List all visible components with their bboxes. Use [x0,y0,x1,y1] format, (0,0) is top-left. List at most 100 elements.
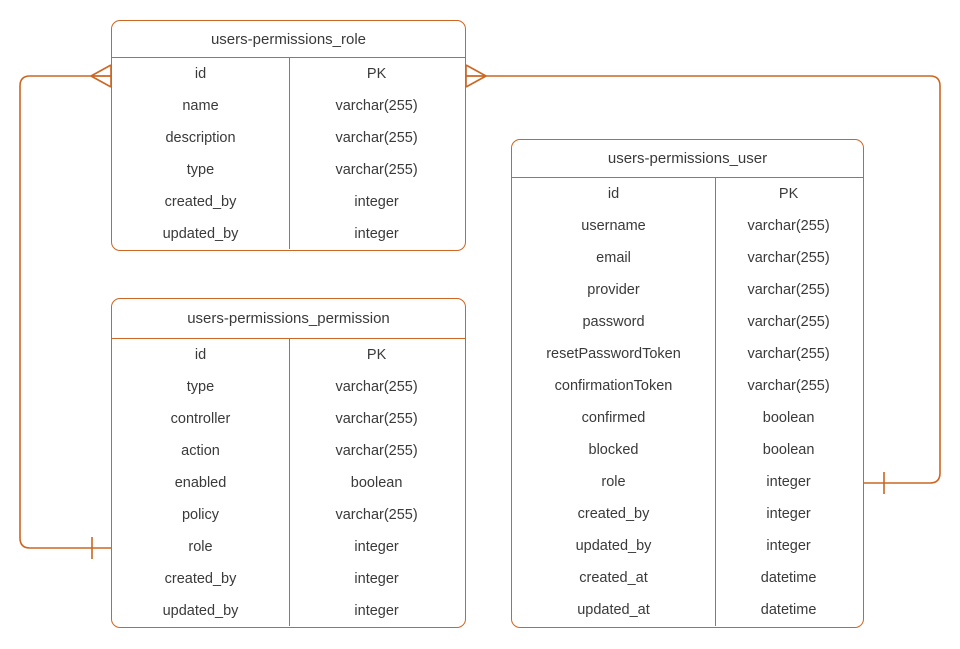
field-type: datetime [760,570,817,586]
field-name: controller [170,411,231,427]
field-type: integer [354,539,399,555]
field-type: integer [766,474,811,490]
table-row[interactable]: resetPasswordToken varchar(255) [512,338,863,370]
field-type: varchar(255) [747,250,830,266]
field-name: description [165,130,236,146]
field-type: integer [766,506,811,522]
field-name: created_by [164,194,237,210]
table-row[interactable]: id PK [112,339,465,371]
table-row[interactable]: action varchar(255) [112,435,465,467]
field-type: varchar(255) [335,411,418,427]
column-divider-user [715,178,716,627]
field-type: varchar(255) [747,378,830,394]
field-type: varchar(255) [335,507,418,523]
table-row[interactable]: id PK [512,178,863,210]
field-name: resetPasswordToken [546,346,681,362]
field-name: username [581,218,646,234]
table-row[interactable]: created_by integer [512,498,863,530]
table-row[interactable]: policy varchar(255) [112,499,465,531]
field-name: created_at [579,570,648,586]
field-name: confirmed [581,410,646,426]
field-name: role [601,474,626,490]
table-row[interactable]: controller varchar(255) [112,403,465,435]
field-name: id [194,66,207,82]
entity-title-user: users-permissions_user [512,140,863,178]
field-type: PK [778,186,799,202]
entity-fields-user: id PK username varchar(255) email varchar(255… [512,178,863,627]
entity-title-role: users-permissions_role [112,21,465,58]
field-name: name [182,98,219,114]
table-row[interactable]: confirmed boolean [512,402,863,434]
field-type: varchar(255) [335,443,418,459]
field-name: email [596,250,631,266]
field-type: varchar(255) [335,162,418,178]
table-row[interactable]: blocked boolean [512,434,863,466]
table-row[interactable]: created_by integer [112,186,465,218]
table-row[interactable]: role integer [512,466,863,498]
field-name: action [181,443,220,459]
field-type: varchar(255) [747,282,830,298]
column-divider-role [289,58,290,250]
relationship-line [19,75,111,549]
entity-fields-role: id PK name varchar(255) description varchar(2… [112,58,465,250]
field-name: blocked [588,442,639,458]
field-type: datetime [760,602,817,618]
field-type: boolean [762,442,815,458]
field-type: integer [354,571,399,587]
table-row[interactable]: updated_by integer [112,218,465,250]
field-name: type [186,162,215,178]
field-type: PK [366,66,387,82]
field-name: updated_by [575,538,652,554]
field-name: updated_by [162,226,239,242]
field-name: enabled [174,475,227,491]
field-type: varchar(255) [335,130,418,146]
crows-foot-icon [90,64,112,88]
field-name: policy [181,507,220,523]
table-row[interactable]: name varchar(255) [112,90,465,122]
field-name: id [194,347,207,363]
table-row[interactable]: provider varchar(255) [512,274,863,306]
table-row[interactable]: type varchar(255) [112,154,465,186]
table-row[interactable]: email varchar(255) [512,242,863,274]
table-row[interactable]: id PK [112,58,465,90]
table-row[interactable]: updated_by integer [112,595,465,627]
field-type: boolean [762,410,815,426]
table-row[interactable]: username varchar(255) [512,210,863,242]
field-type: varchar(255) [335,98,418,114]
field-type: integer [354,194,399,210]
field-name: created_by [577,506,650,522]
field-type: boolean [350,475,403,491]
field-name: password [582,314,645,330]
table-row[interactable]: enabled boolean [112,467,465,499]
entity-title-permission: users-permissions_permission [112,299,465,339]
field-type: varchar(255) [335,379,418,395]
column-divider-permission [289,339,290,627]
table-row[interactable]: created_at datetime [512,562,863,594]
field-type: varchar(255) [747,346,830,362]
field-name: confirmationToken [554,378,673,394]
field-type: integer [354,226,399,242]
field-name: type [186,379,215,395]
field-name: id [607,186,620,202]
field-type: varchar(255) [747,218,830,234]
table-row[interactable]: type varchar(255) [112,371,465,403]
field-name: created_by [164,571,237,587]
field-name: provider [587,282,640,298]
field-type: PK [366,347,387,363]
relationship-role-to-permission[interactable] [19,64,112,559]
field-type: integer [354,603,399,619]
table-row[interactable]: description varchar(255) [112,122,465,154]
table-row[interactable]: confirmationToken varchar(255) [512,370,863,402]
crows-foot-icon [465,64,487,88]
entity-fields-permission: id PK type varchar(255) controller varchar(25… [112,339,465,627]
field-name: updated_by [162,603,239,619]
table-row[interactable]: created_by integer [112,563,465,595]
